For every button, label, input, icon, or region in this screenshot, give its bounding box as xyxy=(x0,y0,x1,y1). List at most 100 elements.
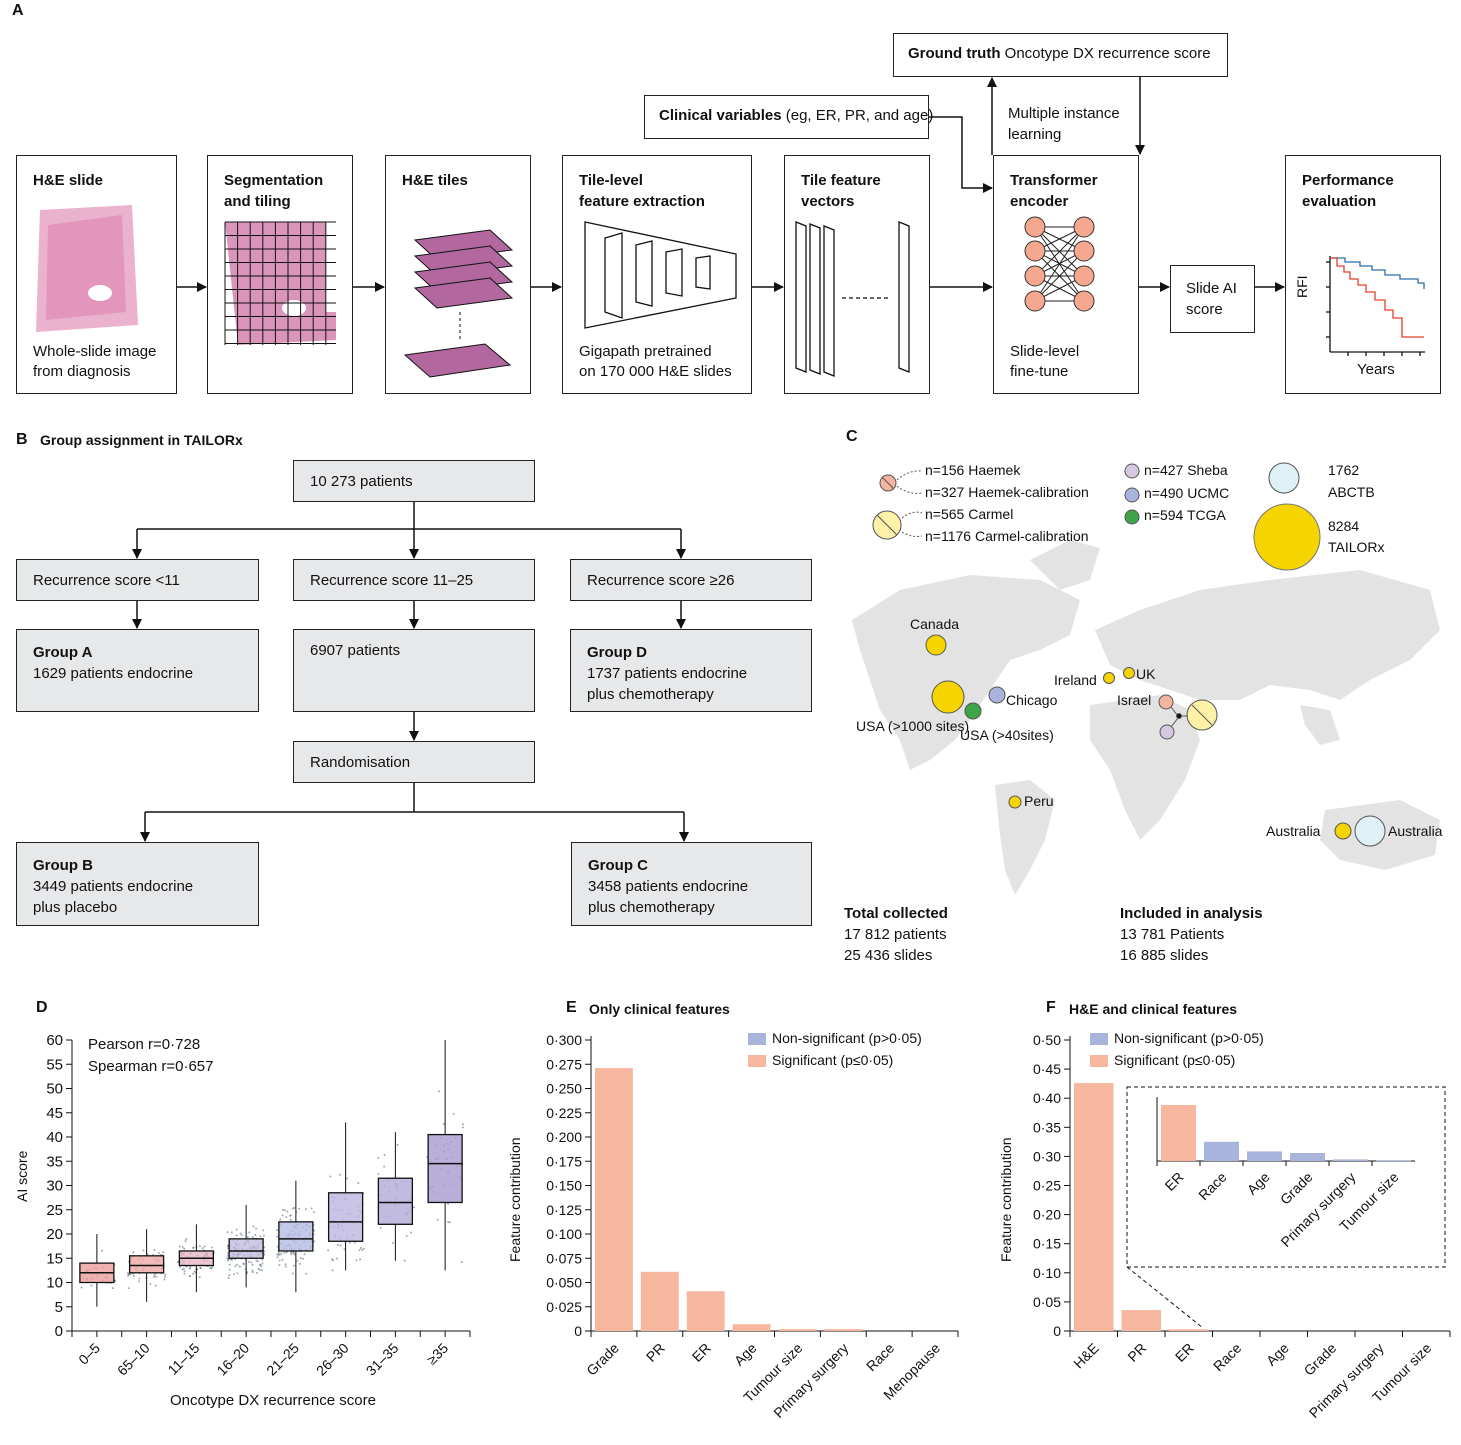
data-point xyxy=(291,1207,294,1210)
panel-e-title: Only clinical features xyxy=(589,1001,730,1017)
data-point xyxy=(198,1276,201,1279)
group-a-title: Group A xyxy=(33,644,93,661)
panel-a-graphics xyxy=(36,77,1425,378)
network-node xyxy=(1024,265,1046,287)
data-point xyxy=(199,1267,202,1270)
y-tick-label: 0·35 xyxy=(1033,1119,1061,1135)
inset-bar xyxy=(1290,1153,1325,1161)
data-point xyxy=(447,1202,450,1205)
x-tick-label: H&E xyxy=(1070,1340,1102,1372)
box-group xyxy=(79,1234,117,1307)
data-point xyxy=(289,1218,292,1221)
data-point xyxy=(452,1113,455,1116)
y-tick-label: 0·175 xyxy=(546,1153,582,1169)
legend-tailorx-n: 8284 xyxy=(1328,518,1360,534)
box-group xyxy=(276,1180,316,1293)
ground-truth-text: Oncotype DX recurrence score xyxy=(1004,45,1211,62)
rs-low: Recurrence score <11 xyxy=(33,572,180,589)
legend-abctb-n: 1762 xyxy=(1328,462,1360,478)
data-point xyxy=(239,1232,242,1235)
box xyxy=(377,1177,414,1225)
group-d-title: Group D xyxy=(587,644,647,661)
data-point xyxy=(339,1173,342,1176)
inset-bar xyxy=(1333,1159,1368,1161)
data-point xyxy=(281,1258,284,1261)
data-point xyxy=(137,1280,140,1283)
box-group xyxy=(377,1132,415,1262)
bar-chart-clinical: 00·0250·0500·0750·1000·1250·1500·1750·20… xyxy=(546,1032,959,1421)
data-point xyxy=(259,1235,262,1238)
rs-mid-box: Recurrence score 11–25 xyxy=(293,559,535,601)
legend-ucmc: n=490 UCMC xyxy=(1144,485,1230,501)
x-tick-label: Race xyxy=(1210,1340,1245,1375)
data-point xyxy=(377,1157,380,1160)
data-point xyxy=(331,1269,334,1272)
data-point xyxy=(157,1252,160,1255)
y-tick-label: 0 xyxy=(1053,1323,1061,1339)
data-point xyxy=(183,1247,186,1250)
data-point xyxy=(101,1249,104,1252)
x-tick-label: 0–5 xyxy=(75,1340,103,1368)
box-group xyxy=(126,1229,167,1302)
group-d-box: Group D 1737 patients endocrine plus che… xyxy=(570,629,812,712)
segmentation-grid xyxy=(224,221,336,345)
box-group xyxy=(226,1204,266,1288)
y-tick-label: 0·10 xyxy=(1033,1265,1061,1281)
y-tick-label: 0·150 xyxy=(546,1178,582,1194)
y-tick-label: 0·40 xyxy=(1033,1090,1061,1106)
data-point xyxy=(183,1272,186,1275)
data-point xyxy=(227,1276,230,1279)
data-point xyxy=(348,1241,351,1244)
data-point xyxy=(183,1270,186,1273)
inset-connector xyxy=(1126,1266,1204,1329)
data-point xyxy=(149,1282,152,1285)
data-point xyxy=(210,1267,213,1270)
data-point xyxy=(153,1275,156,1278)
data-point xyxy=(235,1228,238,1231)
data-point xyxy=(240,1234,243,1237)
data-point xyxy=(361,1248,364,1251)
step-title: Tile feature vectors xyxy=(801,172,881,210)
x-tick-label: 65–10 xyxy=(114,1340,153,1379)
data-point xyxy=(283,1251,286,1254)
data-point xyxy=(155,1275,158,1278)
y-tick-label: 0·05 xyxy=(1033,1294,1061,1310)
x-tick-label: 16–20 xyxy=(213,1340,252,1379)
place-peru: Peru xyxy=(1024,793,1054,809)
y-tick-label: 0·125 xyxy=(546,1202,582,1218)
data-point xyxy=(293,1253,296,1256)
x-tick-label: PR xyxy=(643,1340,668,1365)
y-tick-label: 0·200 xyxy=(546,1129,582,1145)
y-tick-label: 50 xyxy=(46,1081,63,1098)
data-point xyxy=(247,1260,250,1263)
bar xyxy=(595,1068,633,1331)
data-point xyxy=(80,1286,83,1289)
inset-bar xyxy=(1376,1160,1411,1162)
network-node xyxy=(1024,290,1046,312)
legend-ns-text: Non-significant (p>0·05) xyxy=(772,1030,922,1046)
legend-swatch-ns xyxy=(1090,1033,1108,1046)
data-point xyxy=(181,1268,184,1271)
data-point xyxy=(279,1218,282,1221)
x-tick-label: 21–25 xyxy=(263,1340,302,1379)
inset-x-tick-label: Age xyxy=(1244,1169,1273,1198)
data-point xyxy=(289,1214,292,1217)
x-tick-label: Age xyxy=(1263,1340,1292,1369)
data-point xyxy=(383,1165,386,1168)
data-point xyxy=(188,1275,191,1278)
group-a-box: Group A 1629 patients endocrine xyxy=(16,629,259,712)
y-tick-label: 60 xyxy=(46,1032,63,1049)
y-tick-label: 5 xyxy=(55,1299,63,1316)
data-point xyxy=(405,1234,408,1237)
km-xlabel: Years xyxy=(1357,361,1395,378)
panel-b-connectors xyxy=(132,501,689,842)
legend-tcga: n=594 TCGA xyxy=(1144,507,1226,523)
rs-high-box: Recurrence score ≥26 xyxy=(570,559,812,601)
data-point xyxy=(357,1182,360,1185)
panel-c-label: C xyxy=(846,428,858,445)
data-point xyxy=(260,1269,263,1272)
data-point xyxy=(256,1260,259,1263)
data-point xyxy=(179,1266,182,1269)
place-australia1: Australia xyxy=(1266,823,1321,839)
ground-truth-bold: Ground truth xyxy=(908,45,1001,62)
